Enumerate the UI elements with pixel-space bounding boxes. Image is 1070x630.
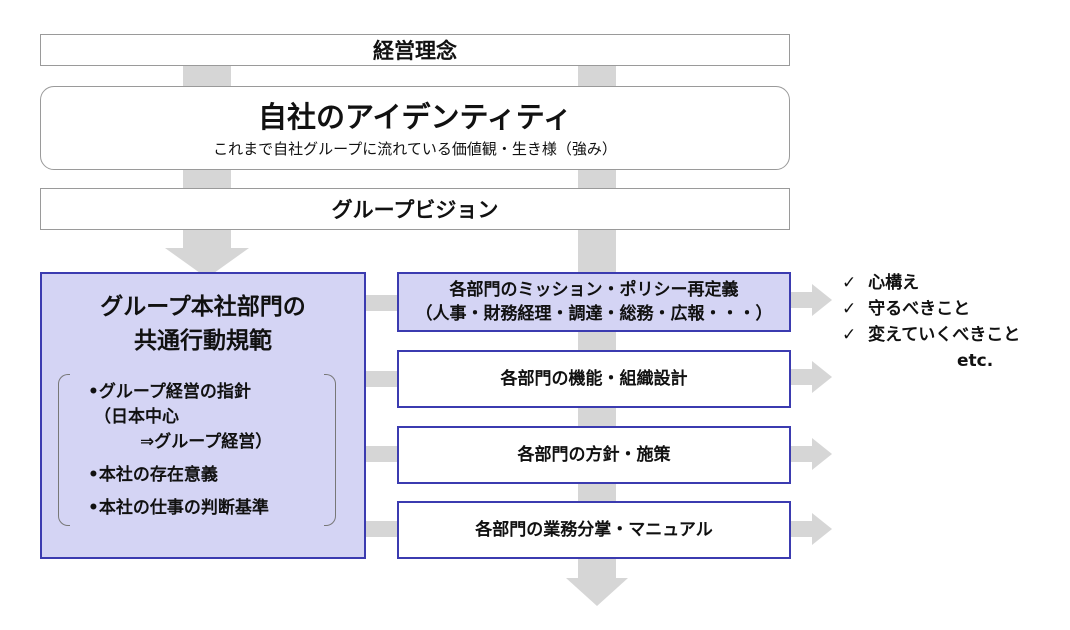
department-function-org-box: 各部門の機能・組織設計 xyxy=(397,350,791,408)
connector-shaft-3 xyxy=(364,446,398,462)
bullet-item: •本社の存在意義 xyxy=(88,465,218,485)
connector-shaft-1 xyxy=(364,295,398,311)
right-arrow-head-2 xyxy=(812,361,832,393)
left-arrow-head xyxy=(165,248,249,278)
right-arrow-head-1 xyxy=(812,284,832,316)
bullet-item-continuation: （日本中心 xyxy=(94,407,179,427)
department-mission-policy-line-1: 各部門のミッション・ポリシー再定義 xyxy=(449,280,739,300)
code-of-conduct-bullets: •グループ経営の指針 （日本中心 ⇒グループ経営） •本社の存在意義 •本社の仕… xyxy=(88,380,328,521)
right-arrow-head-4 xyxy=(812,513,832,545)
management-philosophy-box: 経営理念 xyxy=(40,34,790,66)
check-icon: ✓ xyxy=(842,299,857,319)
checklist: ✓ 心構え ✓ 守るべきこと ✓ 変えていくべきこと etc. xyxy=(842,270,1064,374)
checklist-item-label: 守るべきこと xyxy=(868,299,971,319)
bullet-list-bracket-left xyxy=(58,374,70,526)
management-philosophy-label: 経営理念 xyxy=(373,39,457,63)
checklist-etc: etc. xyxy=(957,351,994,371)
checklist-item: ✓ 守るべきこと xyxy=(842,296,1064,322)
bullet-item: •本社の仕事の判断基準 xyxy=(88,498,269,518)
identity-title: 自社のアイデンティティ xyxy=(257,100,573,134)
group-vision-label: グループビジョン xyxy=(331,198,499,222)
group-vision-box: グループビジョン xyxy=(40,188,790,230)
connector-shaft-2 xyxy=(364,371,398,387)
connector-shaft-4 xyxy=(364,521,398,537)
checklist-item-label: 変えていくべきこと xyxy=(868,325,1021,345)
bullet-item: •グループ経営の指針 xyxy=(88,382,251,402)
identity-subtitle: これまで自社グループに流れている価値観・生き様（強み） xyxy=(213,140,617,158)
code-of-conduct-title-line-2: 共通行動規範 xyxy=(134,328,272,354)
department-policy-measures-box: 各部門の方針・施策 xyxy=(397,426,791,484)
department-duties-manual-label: 各部門の業務分掌・マニュアル xyxy=(475,520,713,540)
bullet-item-continuation: ⇒グループ経営） xyxy=(140,432,273,452)
department-policy-measures-label: 各部門の方針・施策 xyxy=(517,445,671,465)
company-identity-box: 自社のアイデンティティ これまで自社グループに流れている価値観・生き様（強み） xyxy=(40,86,790,170)
code-of-conduct-title: グループ本社部門の 共通行動規範 xyxy=(42,290,364,358)
center-arrow-head xyxy=(566,578,628,606)
right-arrow-shaft-4 xyxy=(790,521,812,537)
checklist-item: ✓ 心構え xyxy=(842,270,1064,296)
common-code-of-conduct-box: グループ本社部門の 共通行動規範 xyxy=(40,272,366,559)
checklist-item-label: 心構え xyxy=(868,273,920,293)
right-arrow-shaft-1 xyxy=(790,292,812,308)
checklist-item: ✓ 変えていくべきこと xyxy=(842,322,1064,348)
department-mission-policy-line-2: （人事・財務経理・調達・総務・広報・・・） xyxy=(415,304,773,324)
department-function-org-label: 各部門の機能・組織設計 xyxy=(500,369,688,389)
check-icon: ✓ xyxy=(842,325,857,345)
code-of-conduct-title-line-1: グループ本社部門の xyxy=(100,294,306,320)
department-mission-policy-box: 各部門のミッション・ポリシー再定義 （人事・財務経理・調達・総務・広報・・・） xyxy=(397,272,791,332)
department-duties-manual-box: 各部門の業務分掌・マニュアル xyxy=(397,501,791,559)
right-arrow-shaft-2 xyxy=(790,369,812,385)
right-arrow-head-3 xyxy=(812,438,832,470)
check-icon: ✓ xyxy=(842,273,857,293)
right-arrow-shaft-3 xyxy=(790,446,812,462)
